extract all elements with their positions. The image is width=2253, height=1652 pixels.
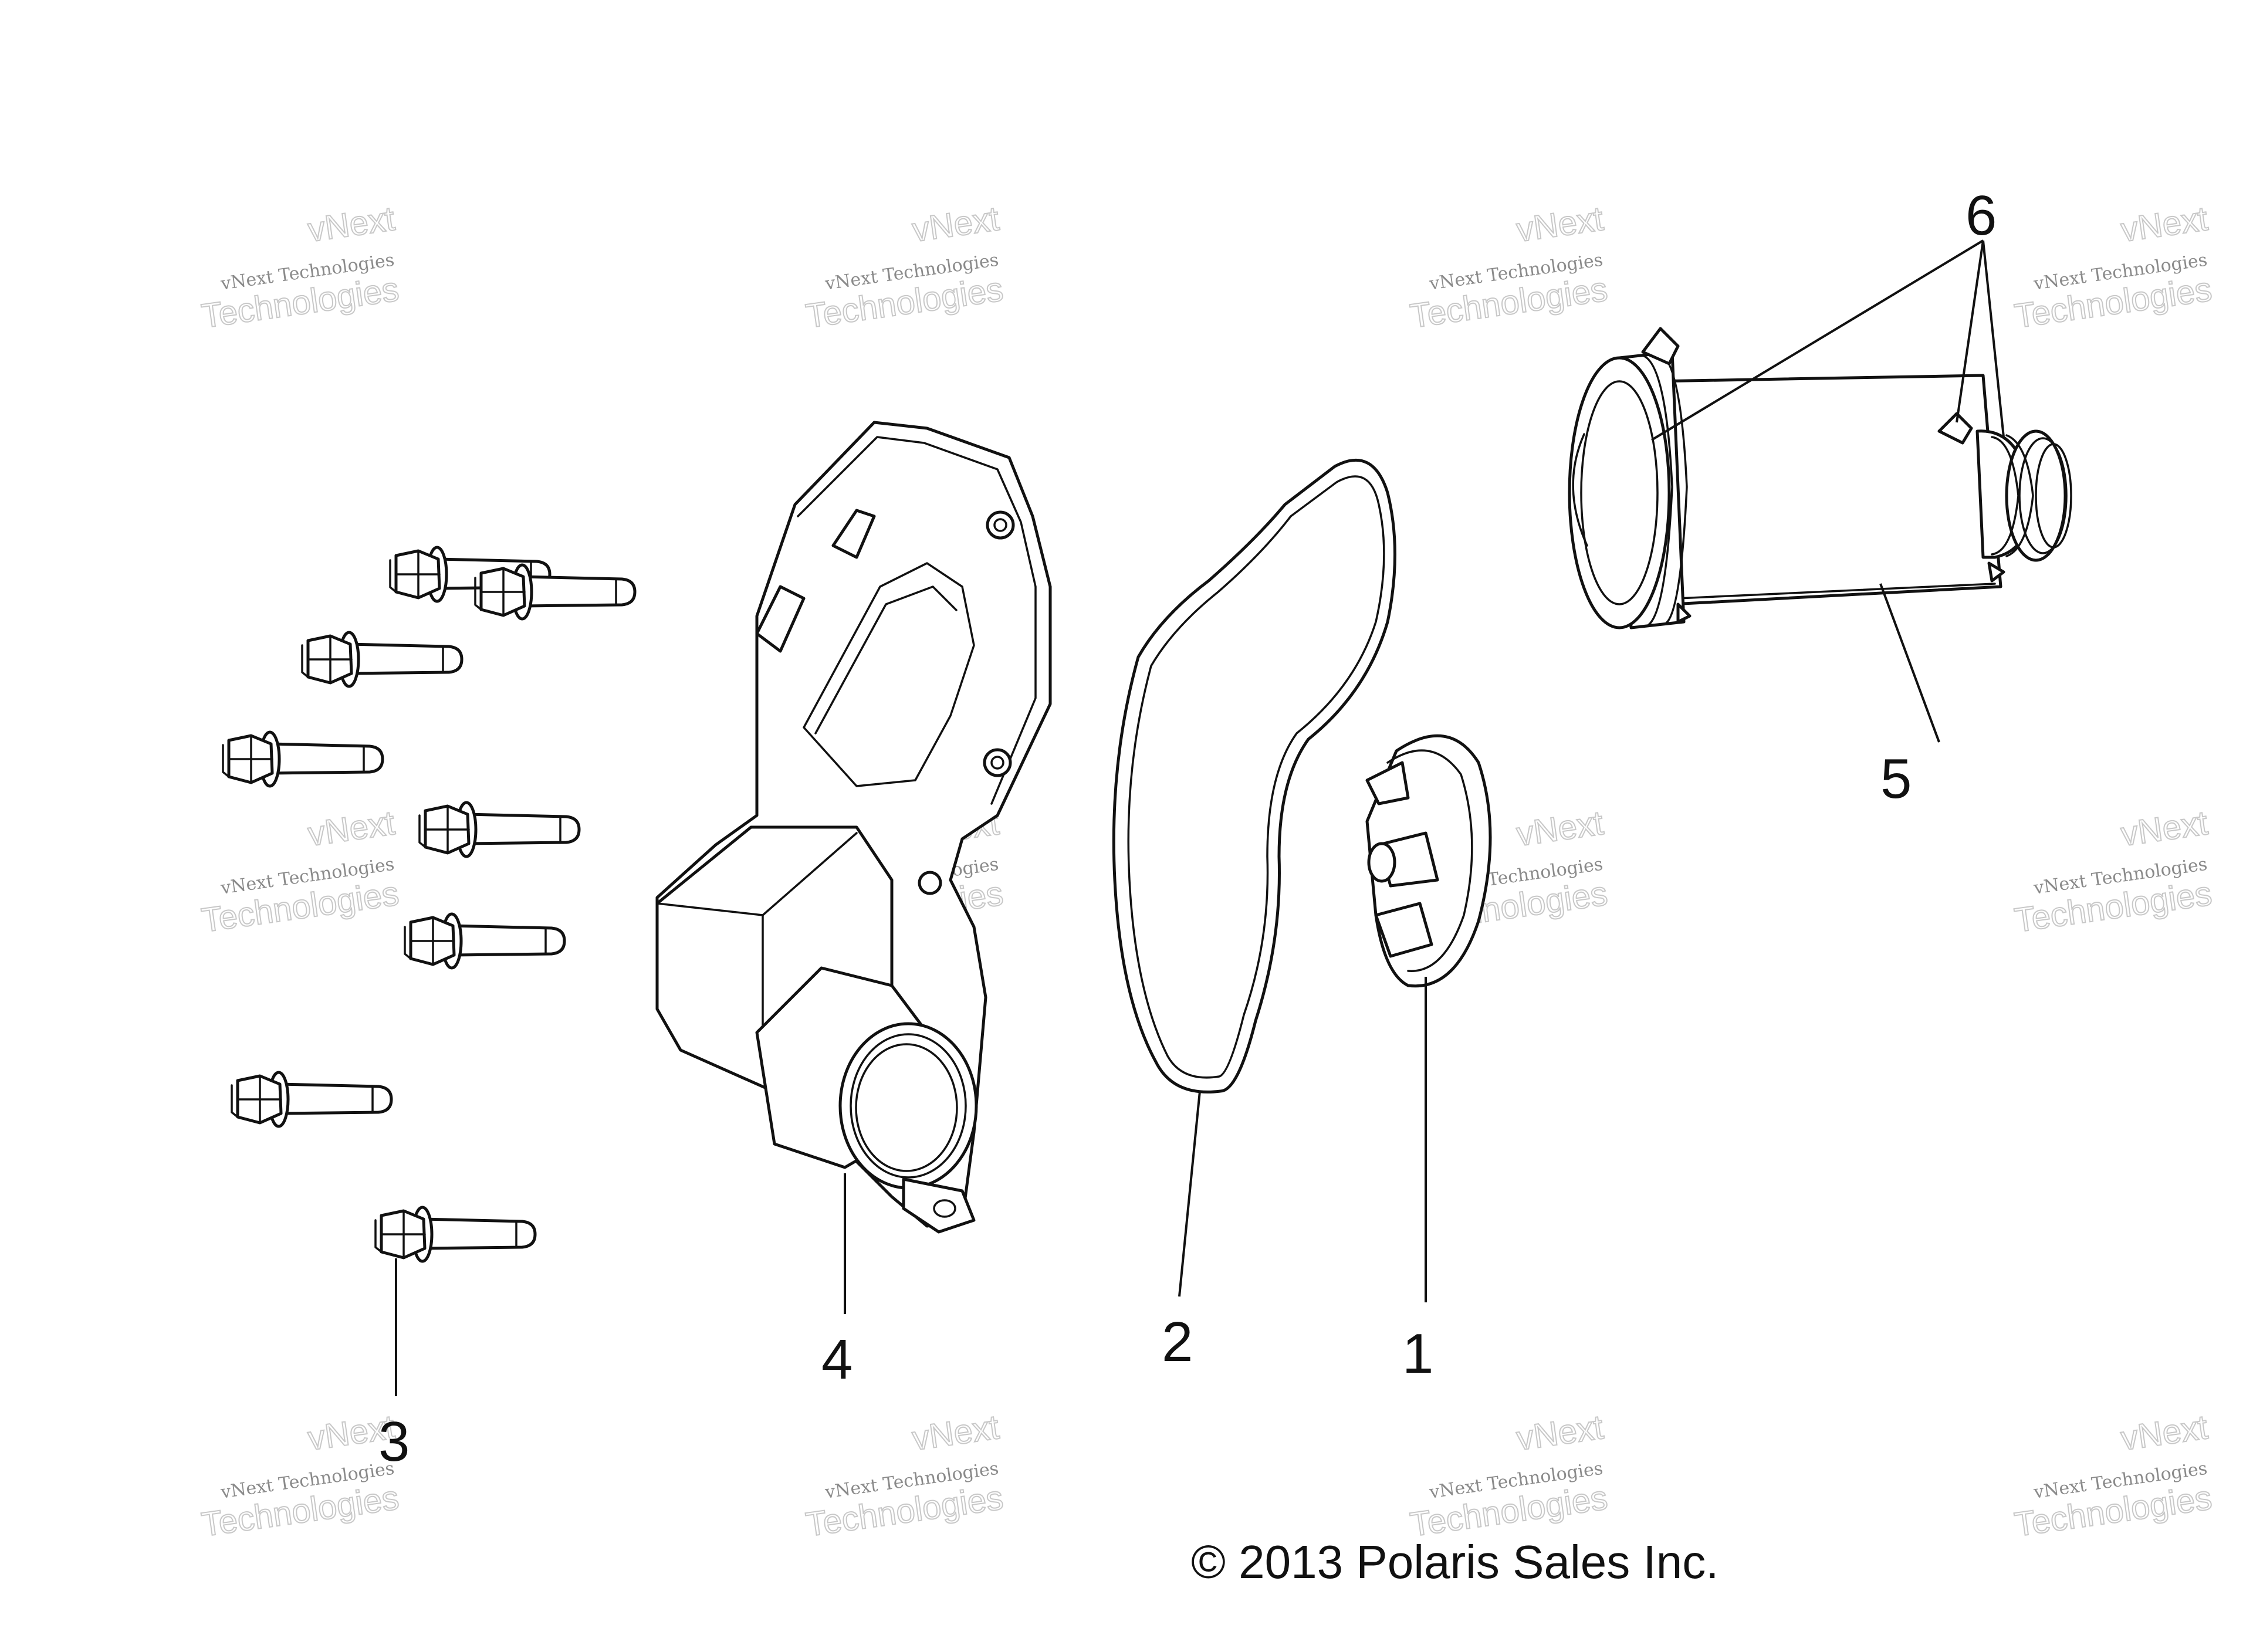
callout-5: 5 xyxy=(1880,747,1912,810)
watermark-stamp: vNext vNext Technologies Technologies xyxy=(2011,1407,2214,1545)
bolt xyxy=(405,914,564,968)
callout-4: 4 xyxy=(821,1328,853,1391)
bolt xyxy=(223,732,383,786)
svg-text:vNext: vNext xyxy=(1514,804,1606,854)
part-5-coolant-pipe xyxy=(1568,327,2072,629)
svg-text:vNext: vNext xyxy=(2119,199,2210,249)
svg-text:vNext: vNext xyxy=(306,804,397,854)
watermark-stamp: vNext vNext Technologies Technologies xyxy=(2011,199,2214,336)
bolt xyxy=(376,1207,535,1261)
leader-line-5 xyxy=(1879,583,1940,743)
callout-6: 6 xyxy=(1966,184,1997,247)
bolt xyxy=(475,565,635,619)
bolt xyxy=(232,1072,391,1126)
bolt xyxy=(420,803,579,857)
leader-line-6c xyxy=(1982,240,2005,438)
part-2-gasket xyxy=(1112,458,1396,1094)
watermark-stamp: vNext vNext Technologies Technologies xyxy=(198,803,401,940)
leader-lines xyxy=(395,239,2005,1396)
watermark-stamp: vNext vNext Technologies Technologies xyxy=(198,1407,401,1545)
svg-text:vNext: vNext xyxy=(306,199,397,249)
watermark-stamp: vNext vNext Technologies Technologies xyxy=(198,199,401,336)
svg-text:vNext: vNext xyxy=(910,199,1002,249)
svg-text:vNext: vNext xyxy=(1514,1408,1606,1458)
callouts: 6 5 4 2 1 3 xyxy=(378,184,1997,1473)
svg-text:vNext: vNext xyxy=(2119,1408,2210,1458)
watermark-stamp: vNext vNext Technologies Technologies xyxy=(803,199,1006,336)
copyright-notice: © 2013 Polaris Sales Inc. xyxy=(1191,1536,1718,1588)
watermark-stamp: vNext vNext Technologies Technologies xyxy=(1407,1407,1610,1545)
svg-text:vNext: vNext xyxy=(1514,199,1606,249)
callout-1: 1 xyxy=(1402,1322,1433,1385)
leader-line-2 xyxy=(1178,1091,1201,1297)
watermark-stamp: vNext vNext Technologies Technologies xyxy=(803,1407,1006,1545)
watermark-stamp: vNext vNext Technologies Technologies xyxy=(1407,199,1610,336)
watermark-stamp: vNext vNext Technologies Technologies xyxy=(2011,803,2214,940)
bolt xyxy=(302,632,462,686)
leader-line-6b xyxy=(1956,240,1984,423)
svg-text:vNext: vNext xyxy=(910,1408,1002,1458)
callout-2: 2 xyxy=(1162,1311,1193,1373)
part-1-impeller xyxy=(1365,734,1492,988)
part-4-pump-cover xyxy=(655,421,1052,1234)
svg-text:vNext: vNext xyxy=(2119,804,2210,854)
callout-3: 3 xyxy=(378,1410,410,1473)
leader-line-6a xyxy=(1650,239,1984,441)
